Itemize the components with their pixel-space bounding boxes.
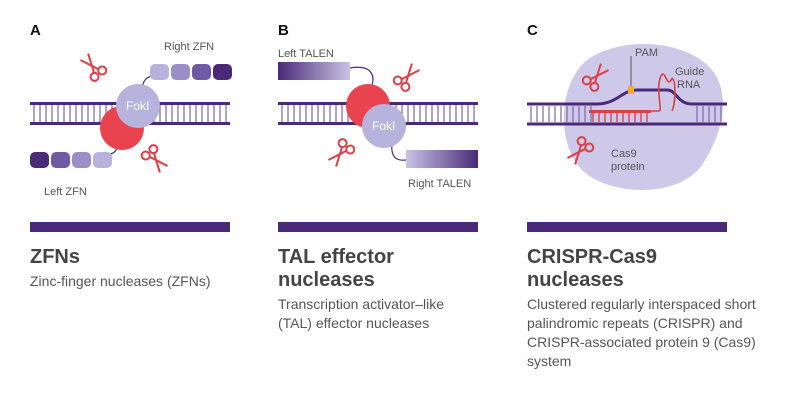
divider-bar — [527, 222, 727, 232]
panel-talen: B — [278, 0, 528, 400]
scissors-icon — [79, 53, 108, 82]
crispr-illustration: PAM Guide RNA Cas9 protein — [527, 43, 727, 191]
foki-domain — [362, 104, 406, 148]
panel-description: Transcription activator–like (TAL) effec… — [278, 296, 444, 331]
panel-title: TAL effector nucleases — [278, 246, 528, 292]
scissors-icon — [392, 63, 421, 92]
foki-label: FokI — [126, 99, 149, 113]
title-line: nucleases — [527, 269, 624, 291]
guide-rna-label-line2: RNA — [677, 79, 701, 91]
title-line: ZFNs — [30, 246, 80, 268]
right-zfn-fingers — [150, 64, 232, 80]
title-line: TAL effector — [278, 246, 394, 268]
zfn-illustration: Right ZFN Left ZFN FokI — [30, 41, 232, 198]
panel-crispr: C — [527, 0, 777, 400]
divider-bar — [278, 222, 478, 232]
panel-description: Clustered regularly interspaced short pa… — [527, 296, 756, 369]
cas9-label-line2: protein — [611, 161, 645, 173]
talen-illustration: Left TALEN Right TALEN FokI — [278, 48, 478, 190]
panel-title: ZFNs — [30, 246, 280, 269]
foki-domain — [116, 84, 160, 128]
panel-letter: B — [278, 22, 289, 39]
right-talen-label: Right TALEN — [408, 178, 471, 190]
pam-label: PAM — [635, 47, 658, 59]
pam-marker — [628, 86, 634, 94]
panel-title: CRISPR-Cas9 nucleases — [527, 246, 777, 292]
divider-bar — [30, 222, 230, 232]
left-talen-label: Left TALEN — [278, 48, 334, 60]
scissors-icon — [140, 144, 169, 173]
panel-description: Zinc-finger nucleases (ZFNs) — [30, 273, 211, 289]
right-talen-bar — [406, 150, 478, 168]
dna-strand — [527, 88, 727, 126]
guide-rna — [589, 73, 676, 122]
panel-letter: A — [30, 22, 41, 39]
title-line: nucleases — [278, 269, 375, 291]
scissors-icon — [581, 63, 610, 92]
scissors-icon — [566, 136, 595, 165]
left-talen-bar — [278, 62, 350, 80]
cas9-protein-blob — [563, 43, 723, 191]
panel-zfn: A R — [30, 0, 280, 400]
left-zfn-fingers — [30, 152, 112, 168]
cas9-label-line1: Cas9 — [611, 148, 637, 160]
scissors-icon — [327, 138, 356, 167]
title-line: CRISPR-Cas9 — [527, 246, 658, 268]
left-zfn-label: Left ZFN — [44, 186, 87, 198]
panel-letter: C — [527, 22, 538, 39]
guide-rna-label-line1: Guide — [675, 66, 704, 78]
foki-label: FokI — [372, 119, 395, 133]
right-zfn-label: Right ZFN — [164, 41, 214, 53]
